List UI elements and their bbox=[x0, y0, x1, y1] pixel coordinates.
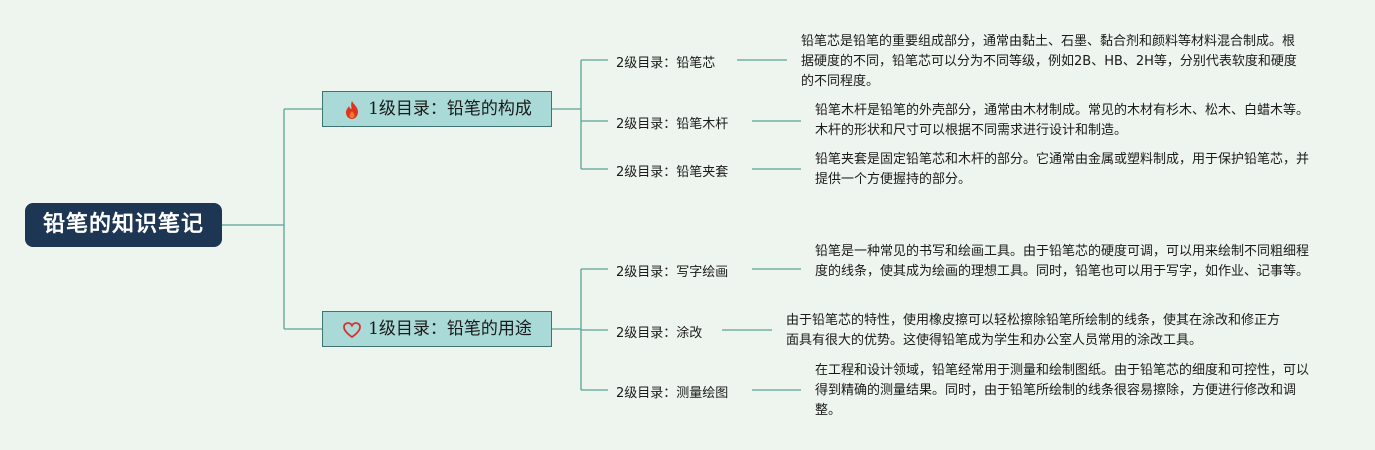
description-measure-drawing: 在工程和设计领域，铅笔经常用于测量和绘制图纸。由于铅笔芯的细度和可控性，可以得到… bbox=[815, 363, 1310, 418]
description-pencil-ferrule: 铅笔夹套是固定铅笔芯和木杆的部分。它通常由金属或塑料制成，用于保护铅笔芯，并提供… bbox=[815, 152, 1310, 187]
description-correction: 由于铅笔芯的特性，使用橡皮擦可以轻松擦除铅笔所绘制的线条，使其在涂改和修正方面具… bbox=[786, 313, 1281, 348]
description-pencil-lead: 铅笔芯是铅笔的重要组成部分，通常由黏土、石墨、黏合剂和颜料等材料混合制成。根据硬… bbox=[801, 34, 1297, 89]
level2-node-pencil-wood[interactable]: 2级目录：铅笔木杆 bbox=[616, 117, 729, 132]
heart-icon bbox=[342, 319, 362, 339]
level2-node-pencil-lead[interactable]: 2级目录：铅笔芯 bbox=[616, 56, 716, 71]
level2-node-writing-drawing[interactable]: 2级目录：写字绘画 bbox=[616, 265, 729, 280]
level1-label: 1级目录：铅笔的用途 bbox=[368, 318, 532, 339]
level2-node-measure-drawing[interactable]: 2级目录：测量绘图 bbox=[616, 386, 729, 401]
level1-label: 1级目录：铅笔的构成 bbox=[368, 98, 532, 119]
level1-node-composition[interactable]: 1级目录：铅笔的构成 bbox=[322, 91, 552, 127]
description-pencil-wood: 铅笔木杆是铅笔的外壳部分，通常由木材制成。常见的木材有杉木、松木、白蜡木等。木杆… bbox=[815, 103, 1310, 138]
root-node[interactable]: 铅笔的知识笔记 bbox=[25, 203, 222, 247]
level2-node-pencil-ferrule[interactable]: 2级目录：铅笔夹套 bbox=[616, 165, 729, 180]
level2-node-correction[interactable]: 2级目录：涂改 bbox=[616, 326, 703, 341]
description-writing-drawing: 铅笔是一种常见的书写和绘画工具。由于铅笔芯的硬度可调，可以用来绘制不同粗细程度的… bbox=[815, 244, 1310, 279]
level1-node-usage[interactable]: 1级目录：铅笔的用途 bbox=[322, 311, 552, 347]
fire-icon bbox=[342, 99, 362, 119]
